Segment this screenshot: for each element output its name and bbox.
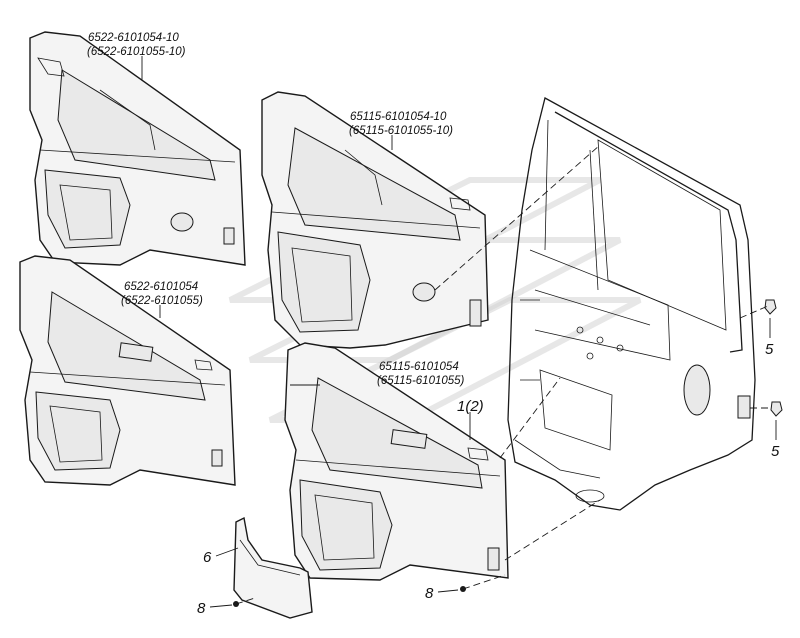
pocket-cover	[233, 516, 313, 619]
leader-lines	[141, 56, 777, 608]
clip-lower	[770, 401, 783, 417]
callout-6: 6	[203, 549, 212, 566]
door-panel-top-left	[29, 31, 246, 266]
label-top-left-part-alt: (6522-6101055-10)	[87, 46, 186, 58]
callout-8-right: 8	[425, 585, 434, 602]
door-panel-top-right	[261, 91, 489, 349]
callout-8-left: 8	[197, 600, 206, 617]
label-mid-right-part: 65115-6101054	[379, 361, 459, 373]
label-top-right-part-alt: (65115-6101055-10)	[349, 125, 453, 137]
door-panel-mid-left	[19, 255, 236, 486]
callout-5-lower: 5	[771, 443, 780, 460]
label-top-right-part: 65115-6101054-10	[350, 111, 447, 123]
clip-upper	[764, 299, 777, 315]
label-mid-left-part-alt: (6522-6101055)	[121, 295, 203, 307]
door-frame	[507, 97, 756, 511]
callout-1: 1(2)	[457, 398, 484, 415]
label-mid-right-part-alt: (65115-6101055)	[377, 375, 465, 387]
assembly-dash-lines	[235, 144, 772, 605]
label-top-left-part: 6522-6101054-10	[88, 32, 179, 44]
door-panel-mid-right	[284, 342, 509, 581]
callout-5-upper: 5	[765, 341, 774, 358]
label-mid-left-part: 6522-6101054	[124, 281, 198, 293]
text-labels: 6522-6101054-10 (6522-6101055-10) 65115-…	[87, 32, 780, 617]
